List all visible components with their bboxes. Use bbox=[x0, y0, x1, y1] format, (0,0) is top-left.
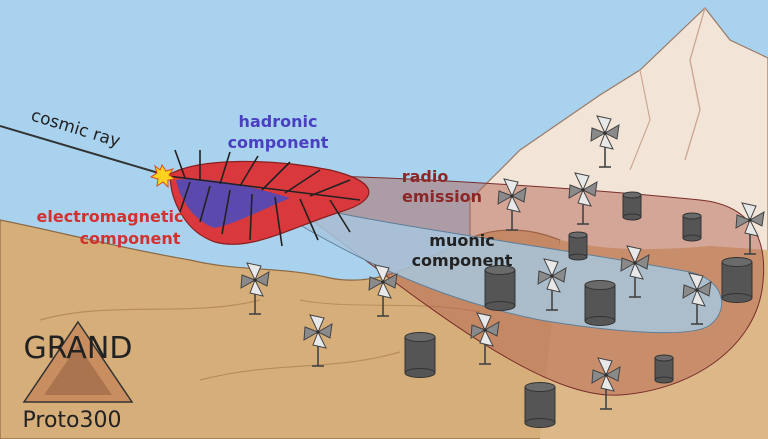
particle-detector bbox=[568, 231, 588, 261]
particle-detector bbox=[721, 257, 753, 303]
impact-star-icon bbox=[149, 163, 177, 189]
particle-tracks bbox=[167, 149, 361, 247]
electromagnetic-label-line1: electromagnetic bbox=[37, 207, 184, 226]
radio-emission-label-line2: emission bbox=[402, 187, 482, 206]
logo-title: GRAND bbox=[24, 331, 133, 366]
hadronic-core bbox=[176, 179, 290, 228]
muonic-label-line2: component bbox=[412, 251, 513, 270]
terrain-contour bbox=[199, 351, 401, 381]
cosmic-ray-track bbox=[0, 125, 163, 175]
hadronic-label-line2: component bbox=[228, 133, 329, 152]
electromagnetic-label-line2: component bbox=[80, 229, 181, 248]
particle-detector bbox=[622, 191, 642, 221]
particle-detector bbox=[524, 382, 556, 428]
muonic-label-line1: muonic bbox=[429, 231, 494, 250]
particle-detector bbox=[682, 212, 702, 242]
terrain-contour bbox=[39, 299, 261, 321]
logo-triangle-inner bbox=[44, 345, 112, 395]
mountain-ridge bbox=[629, 69, 651, 171]
mountain-ridge bbox=[684, 7, 706, 161]
particle-detector bbox=[654, 354, 674, 384]
radio-emission-label-line1: radio bbox=[402, 167, 449, 186]
particle-detector bbox=[584, 280, 616, 326]
particle-detector bbox=[404, 332, 436, 378]
terrain-contour bbox=[299, 299, 481, 313]
particle-detector bbox=[484, 265, 516, 311]
grand-logo: GRAND Proto300 bbox=[23, 320, 134, 433]
hadronic-label-line1: hadronic bbox=[239, 112, 318, 131]
logo-subtitle: Proto300 bbox=[23, 408, 122, 433]
